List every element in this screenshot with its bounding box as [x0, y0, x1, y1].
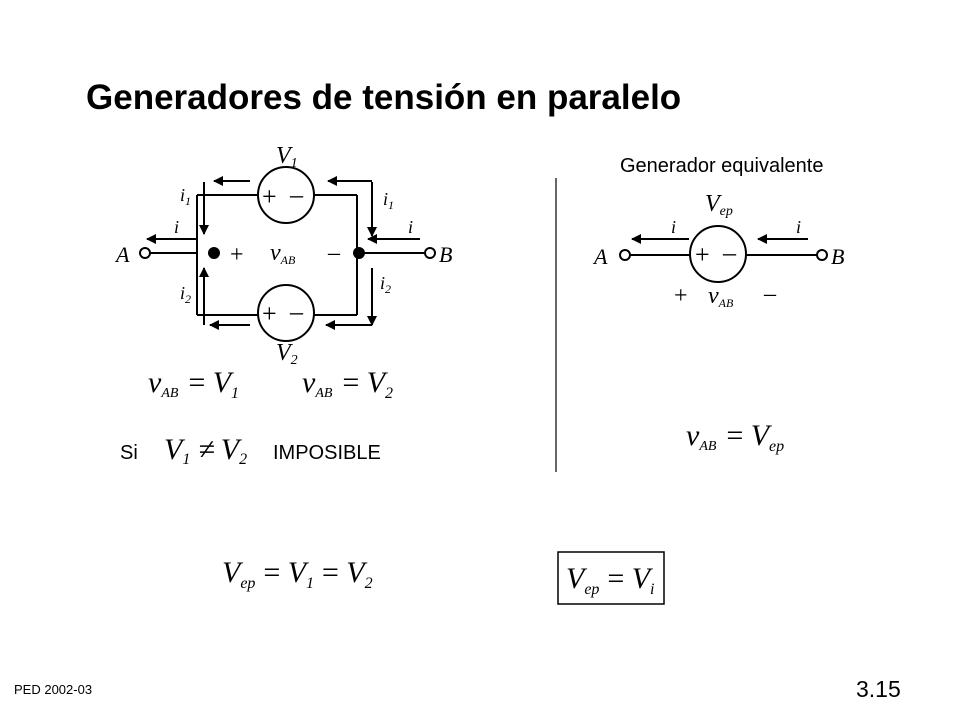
label-source-equivalent: Vep — [705, 191, 733, 219]
source-1-plus: + — [262, 182, 277, 211]
label-i-right-circuit-left: i — [671, 217, 676, 237]
label-vab-minus: – — [327, 240, 341, 266]
equivalent-generator-label: Generador equivalente — [620, 155, 824, 177]
node-left-dot — [208, 247, 220, 259]
label-vab-right-plus: + — [674, 283, 688, 309]
label-i1-left: i1 — [180, 185, 191, 208]
label-vab: vAB — [270, 240, 296, 267]
equation-vab-v1: vAB=V1 — [148, 366, 239, 402]
terminal-b — [424, 247, 436, 259]
label-i1-right: i1 — [383, 189, 394, 212]
label-vab-right-minus: – — [763, 281, 777, 307]
voltage-source-2 — [257, 284, 315, 342]
equivalent-circuit — [619, 225, 828, 283]
voltage-source-1 — [257, 166, 315, 224]
label-node-b-right: B — [831, 244, 844, 269]
label-source-2: V2 — [276, 340, 298, 368]
terminal-a-right — [619, 249, 631, 261]
equivalent-source-plus: + — [695, 240, 710, 269]
condition-si: Si — [120, 442, 138, 464]
node-right-dot — [353, 247, 365, 259]
label-i-left: i — [174, 217, 179, 237]
current-arrows — [146, 176, 420, 330]
condition-imposible: IMPOSIBLE — [273, 442, 381, 464]
terminal-b-right — [816, 249, 828, 261]
condition-inequality: V1≠V2 — [164, 433, 247, 468]
source-2-plus: + — [262, 299, 277, 328]
equivalent-source-minus: – — [722, 238, 737, 267]
source-2-minus: – — [289, 297, 304, 326]
label-node-a-right: A — [592, 244, 608, 269]
page-number: 3.15 — [856, 676, 901, 702]
label-i2-left: i2 — [180, 283, 191, 306]
source-1-minus: – — [289, 180, 304, 209]
label-node-a: A — [114, 242, 130, 267]
footer-course-label: PED 2002-03 — [14, 682, 93, 697]
parallel-circuit — [139, 166, 436, 342]
equation-vab-vep: vAB=Vep — [686, 419, 784, 455]
terminal-a — [139, 247, 151, 259]
label-i-right-circuit-right: i — [796, 217, 801, 237]
boxed-equation-frame — [557, 551, 665, 605]
equation-vep-v1-v2: Vep=V1=V2 — [222, 556, 373, 592]
label-vab-plus: + — [230, 242, 244, 268]
voltage-source-equivalent — [689, 225, 747, 283]
equation-vab-v2: vAB=V2 — [302, 366, 393, 402]
slide-title: Generadores de tensión en paralelo — [86, 78, 682, 117]
label-vab-right: vAB — [708, 283, 734, 310]
label-source-1: V1 — [276, 143, 298, 171]
label-node-b: B — [439, 242, 452, 267]
label-i2-right: i2 — [380, 273, 391, 296]
equation-vep-vi: Vep=Vi — [566, 562, 654, 598]
label-i-right: i — [408, 217, 413, 237]
